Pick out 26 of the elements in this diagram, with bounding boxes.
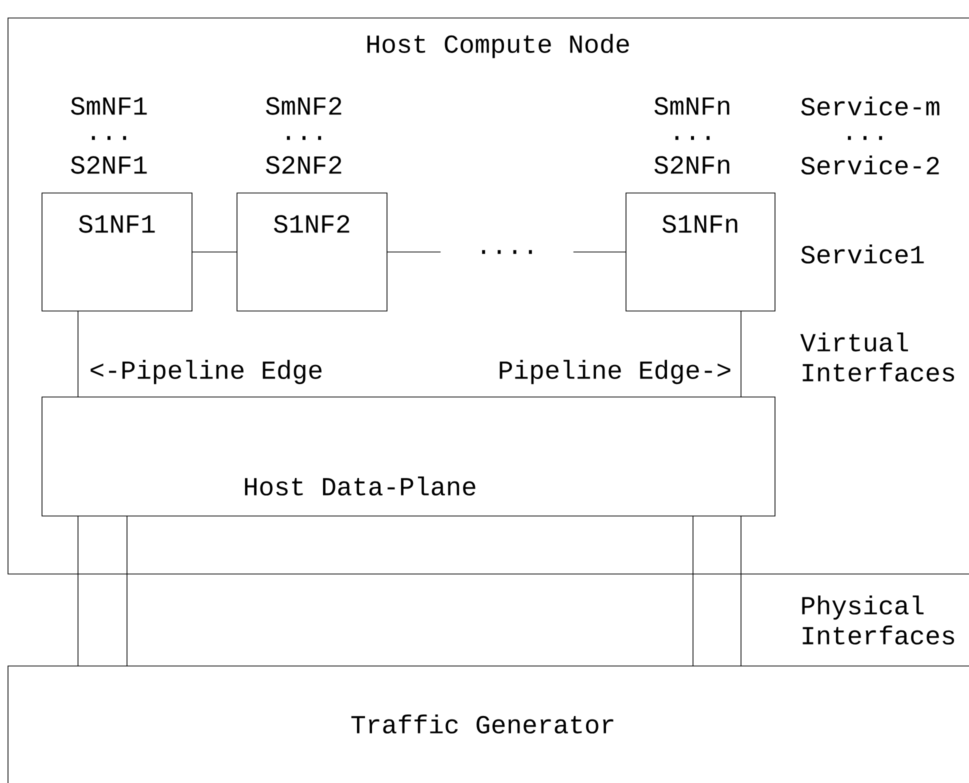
nf-label: S2NFn (654, 156, 730, 174)
nf-label: ... (286, 136, 322, 140)
nf-label: SmNF1 (71, 97, 147, 115)
nf-label: ... (92, 136, 126, 140)
side-label: Service-m (801, 96, 940, 116)
process-box: S1NF2 (236, 192, 388, 312)
side-label: Service-2 (801, 155, 939, 175)
process-box: Host Data-Plane (42, 396, 776, 516)
nf-label: S2NF1 (71, 156, 147, 174)
process-box: S1NFn (626, 192, 776, 312)
connector-line (740, 310, 742, 398)
side-label: ... (848, 136, 882, 140)
side-label: Virtual Interfaces (800, 332, 954, 382)
side-label: Service1 (801, 244, 924, 264)
process-box: S1NF1 (42, 192, 192, 312)
nf-label: S2NF2 (266, 156, 342, 174)
edge-label: <-Pipeline Edge (88, 358, 324, 386)
nf-label: SmNFn (654, 97, 730, 115)
edge-label: Pipeline Edge-> (496, 358, 733, 386)
connector-line (692, 516, 694, 666)
connector-line (126, 516, 128, 666)
nf-label: SmNF2 (266, 97, 342, 115)
ellipsis-text: .... (482, 250, 532, 254)
connector-line (740, 516, 742, 666)
traffic-generator-box: Traffic Generator (8, 666, 969, 783)
nf-label: ... (675, 136, 710, 140)
